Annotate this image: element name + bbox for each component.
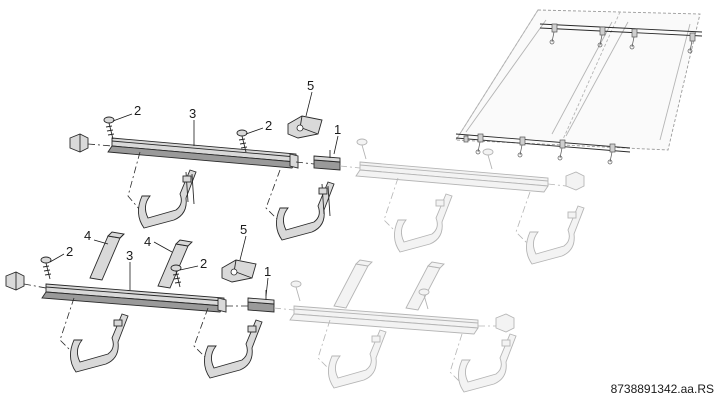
callout-bottom-connector: 1: [264, 264, 271, 279]
top-roof-hook-3-ghost: [383, 177, 453, 253]
callout-bottom-screw-right: 2: [200, 256, 207, 271]
callout-bottom-screw-left: 2: [66, 244, 73, 259]
top-rail-ghost: [355, 138, 585, 193]
top-end-cap-left: [69, 133, 89, 153]
bottom-rail-connector: [247, 290, 275, 313]
callout-top-end-clamp: 5: [307, 78, 314, 93]
reference-code: 8738891342.aa.RS: [610, 382, 714, 396]
callout-bottom-bracket-right: 4: [144, 234, 151, 249]
top-rail-connector: [313, 150, 341, 171]
bottom-roof-hook-3-ghost: [317, 319, 387, 389]
bottom-screw-left: [40, 256, 52, 280]
solar-panel-array-overview: [455, 9, 703, 165]
callout-leaders: [49, 91, 339, 297]
top-rail-assembly: [69, 115, 585, 265]
bottom-end-cap-left: [5, 271, 25, 291]
bottom-roof-hook-4-ghost: [449, 333, 517, 393]
bottom-end-clamp: [221, 259, 257, 283]
bottom-screw-right: [170, 264, 182, 288]
bottom-roof-hook-1: [59, 297, 129, 373]
bottom-rail-ghost: [289, 259, 515, 335]
bottom-roof-hook-2: [193, 307, 263, 379]
callout-top-connector: 1: [334, 122, 341, 137]
callout-bottom-bracket-left: 4: [84, 228, 91, 243]
top-roof-hook-1: [127, 151, 197, 229]
bottom-bracket-left: [89, 231, 125, 281]
bottom-rail-assembly: [5, 231, 517, 393]
callout-top-rail: 3: [189, 106, 196, 121]
top-screw-right: [236, 129, 248, 153]
callout-bottom-end-clamp: 5: [240, 222, 247, 237]
top-rail: [107, 137, 299, 169]
callout-top-screw-left: 2: [134, 103, 141, 118]
top-roof-hook-2: [265, 169, 335, 241]
bottom-rail: [41, 283, 227, 313]
top-end-clamp: [287, 115, 323, 139]
callout-numbers: 2 3 2 5 1 4 4 2 3 2 5 1: [66, 78, 341, 279]
callout-bottom-rail: 3: [126, 248, 133, 263]
top-roof-hook-4-ghost: [515, 191, 585, 265]
callout-top-screw-right: 2: [265, 118, 272, 133]
top-screw-left: [103, 116, 115, 140]
